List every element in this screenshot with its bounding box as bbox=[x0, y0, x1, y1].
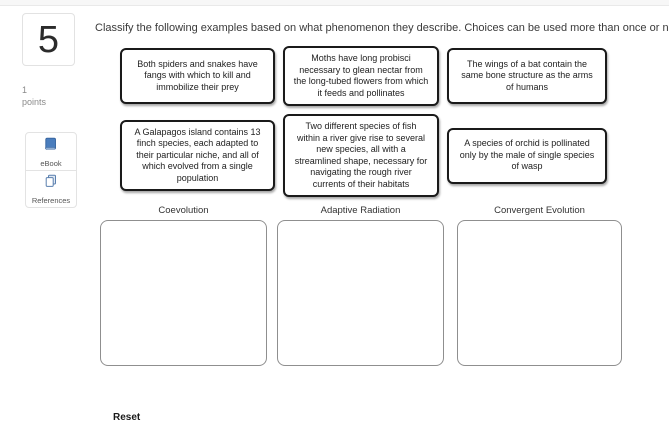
zone-label: Coevolution bbox=[158, 205, 209, 216]
points-value: 1 bbox=[22, 85, 28, 95]
category-zones: Coevolution Adaptive Radiation Convergen… bbox=[100, 205, 622, 366]
zone-convergent-evolution: Convergent Evolution bbox=[457, 205, 622, 366]
question-number-box: 5 bbox=[22, 13, 75, 66]
points-display: 1 points bbox=[22, 84, 46, 108]
zone-label: Adaptive Radiation bbox=[320, 205, 401, 216]
points-label: points bbox=[22, 97, 47, 107]
choices-bank: Both spiders and snakes have fangs with … bbox=[120, 46, 608, 197]
references-label: References bbox=[31, 196, 71, 205]
ebook-button[interactable]: eBook bbox=[26, 133, 76, 170]
zone-coevolution: Coevolution bbox=[100, 205, 267, 366]
choice-card[interactable]: Two different species of fish within a r… bbox=[283, 114, 439, 197]
resources-panel: eBook References bbox=[25, 132, 77, 208]
references-button[interactable]: References bbox=[26, 170, 76, 207]
question-prompt: Classify the following examples based on… bbox=[95, 22, 669, 34]
choice-card[interactable]: A Galapagos island contains 13 finch spe… bbox=[120, 119, 275, 192]
zone-adaptive-radiation: Adaptive Radiation bbox=[277, 205, 444, 366]
convergent-evolution-dropzone[interactable] bbox=[457, 220, 622, 366]
zone-label: Convergent Evolution bbox=[494, 205, 585, 216]
choice-card[interactable]: Moths have long probisci necessary to gl… bbox=[283, 46, 439, 106]
choice-card[interactable]: Both spiders and snakes have fangs with … bbox=[120, 48, 275, 104]
choice-card[interactable]: A species of orchid is pollinated only b… bbox=[447, 127, 607, 184]
question-number: 5 bbox=[37, 18, 60, 61]
ebook-icon bbox=[43, 136, 59, 157]
page-top-divider bbox=[0, 0, 669, 6]
adaptive-radiation-dropzone[interactable] bbox=[277, 220, 444, 366]
reset-button[interactable]: Reset bbox=[113, 412, 141, 423]
coevolution-dropzone[interactable] bbox=[100, 220, 267, 366]
ebook-label: eBook bbox=[40, 158, 62, 168]
choice-card[interactable]: The wings of a bat contain the same bone… bbox=[447, 48, 607, 104]
references-icon bbox=[43, 173, 59, 194]
